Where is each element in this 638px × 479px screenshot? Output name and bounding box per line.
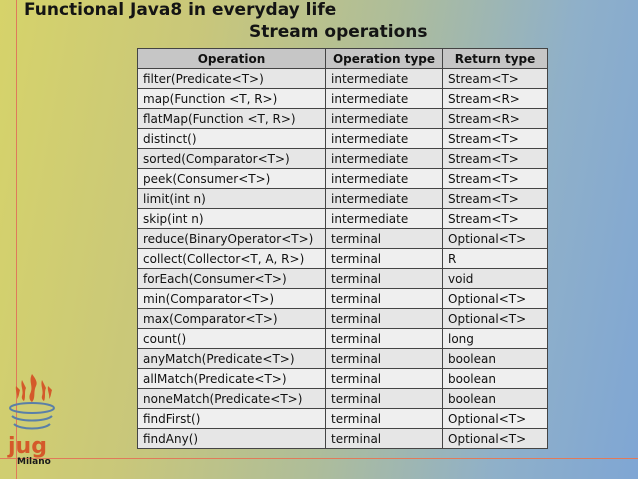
cell-operation: distinct() — [137, 128, 326, 149]
column-header-operation-type: Operation type — [325, 48, 443, 69]
logo-wordmark: jug — [8, 434, 47, 459]
cell-operation-type: intermediate — [325, 208, 443, 229]
cell-return-type: Stream<R> — [442, 108, 548, 129]
cell-return-type: boolean — [442, 388, 548, 409]
cell-return-type: Stream<T> — [442, 188, 548, 209]
cell-operation: reduce(BinaryOperator<T>) — [137, 228, 326, 249]
slide-title: Stream operations — [249, 22, 428, 42]
cell-return-type: Optional<T> — [442, 308, 548, 329]
vertical-guide-line — [16, 0, 17, 479]
cell-operation: skip(int n) — [137, 208, 326, 229]
cell-return-type: Stream<T> — [442, 168, 548, 189]
cell-operation-type: intermediate — [325, 88, 443, 109]
cell-operation-type: terminal — [325, 428, 443, 449]
cell-operation-type: terminal — [325, 308, 443, 329]
cell-operation: collect(Collector<T, A, R>) — [137, 248, 326, 269]
cell-operation-type: intermediate — [325, 168, 443, 189]
cell-operation: limit(int n) — [137, 188, 326, 209]
cell-operation: filter(Predicate<T>) — [137, 68, 326, 89]
cell-operation-type: intermediate — [325, 188, 443, 209]
cell-operation-type: intermediate — [325, 108, 443, 129]
cup-icon — [9, 402, 55, 430]
cell-return-type: Optional<T> — [442, 428, 548, 449]
cell-operation: findAny() — [137, 428, 326, 449]
cell-operation: forEach(Consumer<T>) — [137, 268, 326, 289]
cell-return-type: Optional<T> — [442, 288, 548, 309]
cell-return-type: Optional<T> — [442, 408, 548, 429]
cell-operation-type: terminal — [325, 268, 443, 289]
cell-operation-type: intermediate — [325, 148, 443, 169]
cell-return-type: boolean — [442, 368, 548, 389]
cell-return-type: Stream<T> — [442, 68, 548, 89]
cell-operation: min(Comparator<T>) — [137, 288, 326, 309]
cell-operation-type: terminal — [325, 348, 443, 369]
cell-return-type: Stream<T> — [442, 148, 548, 169]
cell-operation: count() — [137, 328, 326, 349]
cell-operation: peek(Consumer<T>) — [137, 168, 326, 189]
table-header-row: Operation Operation type Return type — [137, 48, 548, 69]
cell-operation: noneMatch(Predicate<T>) — [137, 388, 326, 409]
presentation-title: Functional Java8 in everyday life — [24, 0, 337, 20]
cell-operation: findFirst() — [137, 408, 326, 429]
cell-operation: allMatch(Predicate<T>) — [137, 368, 326, 389]
cell-operation: anyMatch(Predicate<T>) — [137, 348, 326, 369]
cell-operation-type: terminal — [325, 228, 443, 249]
cell-operation-type: intermediate — [325, 68, 443, 89]
cell-return-type: R — [442, 248, 548, 269]
cell-return-type: Optional<T> — [442, 228, 548, 249]
cell-operation-type: terminal — [325, 368, 443, 389]
column-header-operation: Operation — [137, 48, 326, 69]
cell-operation: max(Comparator<T>) — [137, 308, 326, 329]
cell-return-type: boolean — [442, 348, 548, 369]
stream-operations-table: Operation Operation type Return type fil… — [137, 48, 548, 449]
cell-return-type: long — [442, 328, 548, 349]
cell-operation-type: terminal — [325, 388, 443, 409]
jug-milano-logo — [9, 374, 55, 430]
cell-return-type: Stream<T> — [442, 128, 548, 149]
cell-operation: map(Function <T, R>) — [137, 88, 326, 109]
logo-subtitle: Milano — [17, 457, 51, 467]
cell-operation: sorted(Comparator<T>) — [137, 148, 326, 169]
cell-return-type: Stream<R> — [442, 88, 548, 109]
cell-operation-type: intermediate — [325, 128, 443, 149]
cell-operation-type: terminal — [325, 328, 443, 349]
flame-icon — [15, 374, 52, 402]
cell-return-type: Stream<T> — [442, 208, 548, 229]
cell-operation-type: terminal — [325, 408, 443, 429]
column-header-return-type: Return type — [442, 48, 548, 69]
cell-operation-type: terminal — [325, 288, 443, 309]
horizontal-guide-line — [0, 458, 638, 459]
cell-return-type: void — [442, 268, 548, 289]
cell-operation-type: terminal — [325, 248, 443, 269]
cell-operation: flatMap(Function <T, R>) — [137, 108, 326, 129]
